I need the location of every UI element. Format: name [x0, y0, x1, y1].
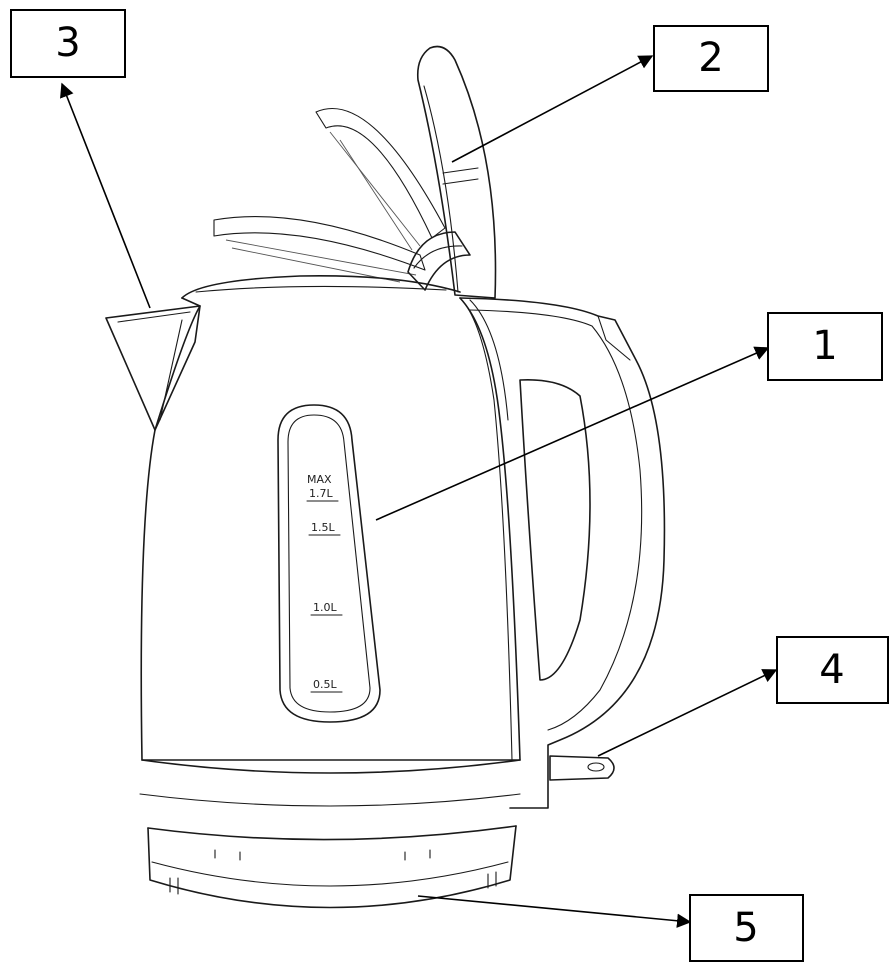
- svg-text:2: 2: [698, 35, 723, 81]
- window-mark-0-5: 0.5L: [313, 678, 337, 691]
- leader-4: [597, 669, 778, 757]
- svg-text:3: 3: [55, 20, 80, 66]
- leader-1: [375, 346, 770, 521]
- window-mark-1-0: 1.0L: [313, 601, 337, 614]
- lid: [407, 45, 497, 299]
- svg-text:5: 5: [733, 905, 758, 951]
- callout-2: 2: [653, 25, 769, 92]
- leader-2: [451, 55, 654, 163]
- svg-text:4: 4: [819, 647, 844, 693]
- window-mark-1-7: 1.7L: [309, 487, 333, 500]
- kettle-body: [105, 275, 521, 909]
- leader-5: [417, 895, 692, 928]
- callout-5: 5: [689, 894, 804, 962]
- handle: [459, 297, 666, 809]
- window-mark-1-5: 1.5L: [311, 521, 335, 534]
- callout-3: 3: [10, 9, 126, 78]
- svg-text:1: 1: [812, 323, 837, 369]
- lid-open-positions: [213, 107, 446, 283]
- water-level-window: MAX 1.7L 1.5L 1.0L 0.5L: [277, 404, 381, 723]
- leader-3: [60, 82, 151, 309]
- callout-4: 4: [776, 636, 889, 704]
- leader-lines: [60, 55, 778, 928]
- callout-1: 1: [767, 312, 883, 381]
- window-mark-max: MAX: [307, 473, 332, 486]
